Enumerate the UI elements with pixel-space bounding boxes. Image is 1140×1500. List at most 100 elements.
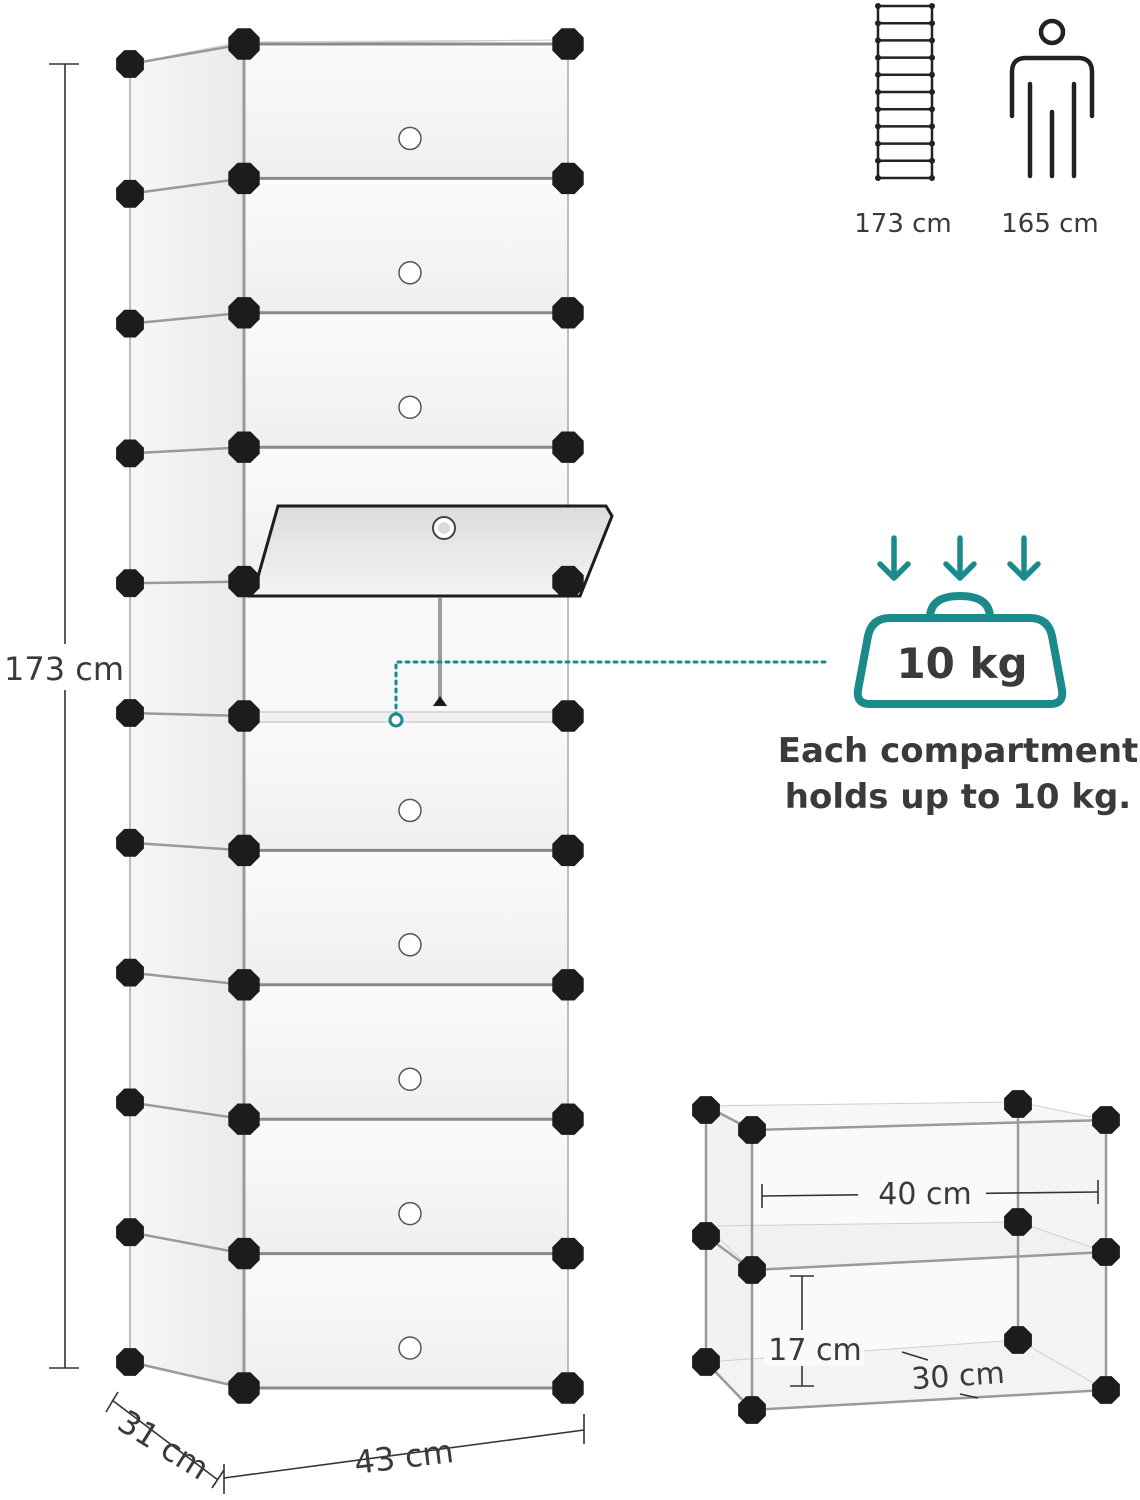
node [875,175,881,181]
open-compartment [244,596,567,723]
connector-icon [1092,1238,1120,1266]
compartment-detail-illustration [692,1090,1120,1424]
connector-icon [552,162,584,195]
frame-rod [129,1230,245,1255]
connector-icon [738,1116,766,1144]
connector-icon [738,1396,766,1424]
width-dimension [223,1414,585,1494]
side-panel [129,972,245,1120]
node [875,89,881,95]
connector-icon [116,1348,144,1376]
person-icon [1009,18,1095,179]
connector-icon [692,1348,720,1376]
compartment-door [243,984,569,1120]
connector-icon [1004,1090,1032,1118]
connector-icon [552,1372,584,1404]
compartment-door [243,1118,569,1255]
shelf-height-label: 173 cm [854,209,952,239]
connector-icon [116,958,144,987]
side-panel [129,446,245,584]
connector-icon [116,50,144,78]
connector-icon [552,297,584,329]
node [875,37,881,44]
connector-icon [1004,1208,1032,1236]
frame-rod [751,1388,1107,1412]
compartment-door [243,177,569,314]
node [929,37,935,44]
frame-rod [129,1360,245,1390]
inner-depth-dimension [901,1351,979,1399]
connector-icon [228,431,260,463]
connector-icon [228,297,260,329]
weight-icon [853,592,1067,708]
callout-line [394,660,832,718]
connector-icon [738,1256,766,1284]
connector-icon [228,969,260,1001]
compartment-door [243,312,569,448]
caption-line-2: holds up to 10 kg. [785,777,1131,817]
connector-icon [552,28,584,60]
door-handle-icon [398,1336,422,1360]
connector-icon [116,1218,144,1247]
height-label: 173 cm [4,650,124,688]
connector-icon [116,569,144,598]
connector-icon [116,699,144,727]
frame-rod [129,42,245,66]
node [929,54,935,61]
door-handle-icon [398,395,422,419]
node [929,20,935,27]
compartment-door [243,1253,569,1389]
connector-icon [228,565,260,598]
side-panel [129,712,245,851]
compartment-door [243,43,569,179]
frame-rod [129,311,245,325]
weight-label: 10 kg [896,639,1027,688]
frame-rod [129,711,245,718]
frame-rod [129,177,245,196]
connector-icon [692,1222,720,1250]
connector-icon [552,431,584,463]
inner-width-label: 40 cm [878,1177,971,1212]
compartment-door [243,715,569,851]
width-label: 43 cm [352,1432,456,1482]
connector-icon [552,1103,584,1135]
frame-rod [129,971,245,987]
inner-depth-label: 30 cm [910,1356,1006,1397]
side-panel [129,43,245,195]
node [929,140,935,147]
node [875,123,881,130]
callout-dot [388,712,404,728]
frame-rod [129,580,245,585]
connector-icon [228,1237,260,1270]
node [875,157,881,164]
node [875,140,881,147]
node [929,157,935,164]
connector-icon [228,28,260,60]
person-height-label: 165 cm [1001,209,1099,239]
connector-icon [116,1088,144,1117]
height-dimension [2,63,126,1369]
side-panel [129,177,245,325]
node [875,71,881,78]
connector-icon [552,565,584,598]
door-handle-icon [398,798,422,823]
frame-rod [129,841,245,852]
connector-icon [552,969,584,1001]
connector-icon [228,162,260,195]
node [875,54,881,61]
door-handle-icon [398,1201,422,1226]
connector-icon [1004,1326,1032,1354]
side-panel [129,1101,245,1255]
node [875,106,881,113]
node [929,175,935,181]
node [929,89,935,95]
shelf-unit-icon [875,3,935,181]
door-handle-icon [398,933,422,957]
frame-rod [751,1118,1107,1132]
side-panel [129,581,245,717]
shoe-rack-illustration [116,28,614,1404]
connector-icon [552,700,584,732]
arrow-down-icon [877,535,1041,581]
connector-icon [116,828,144,857]
